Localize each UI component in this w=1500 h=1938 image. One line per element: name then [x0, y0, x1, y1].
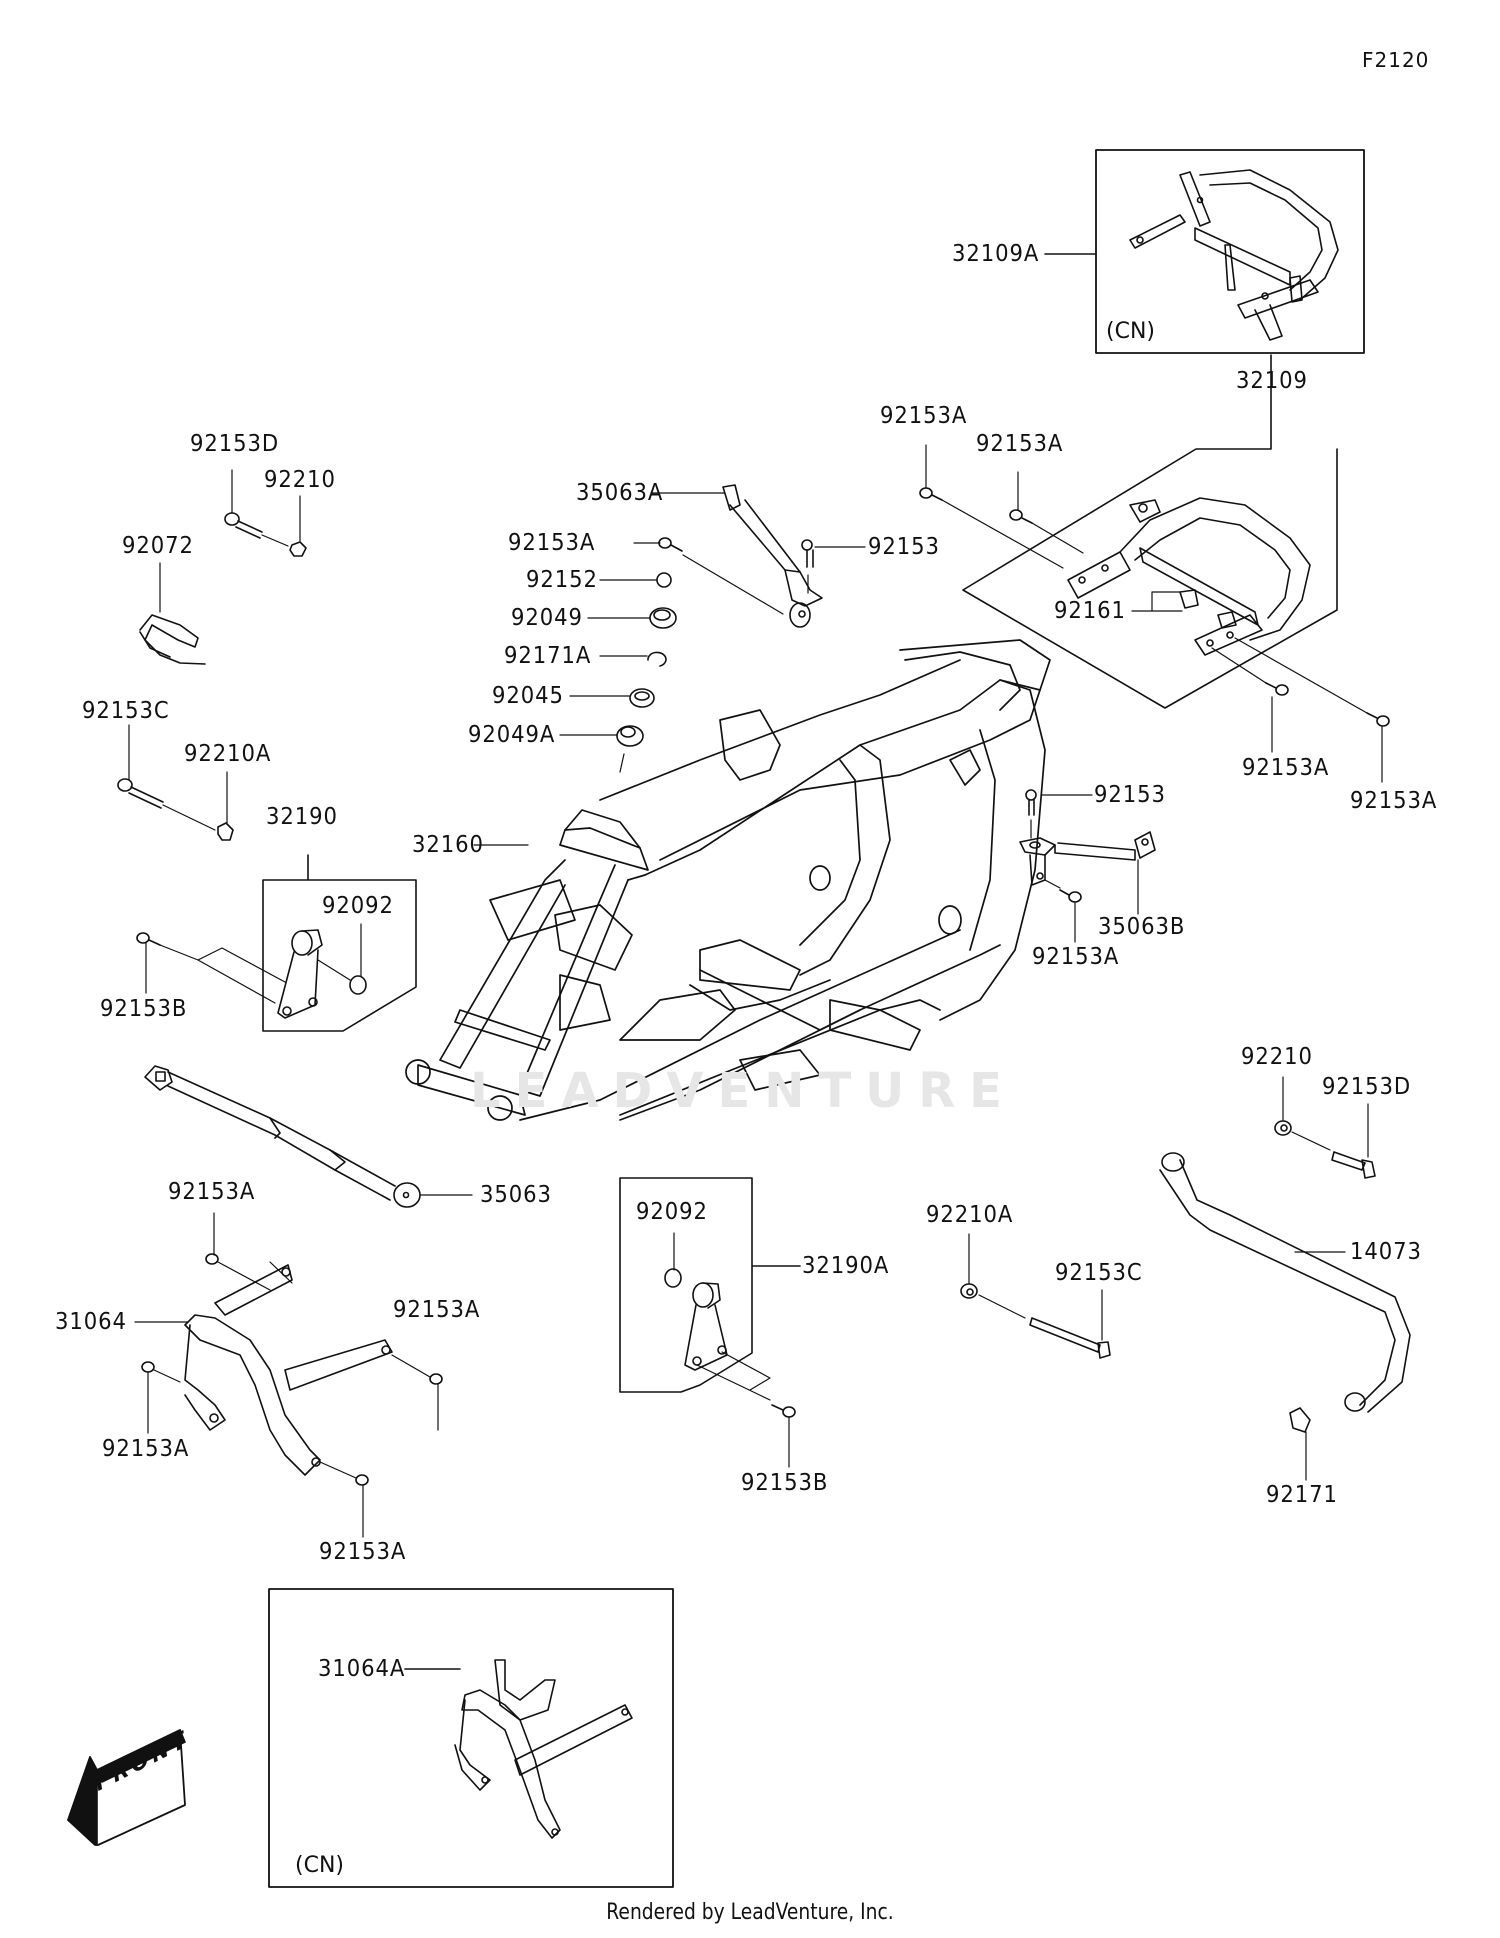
variant-note-31064A: (CN) [295, 1853, 344, 1878]
callout-92153C-left[interactable]: 92153C [82, 698, 170, 724]
nut-92210-left [290, 542, 306, 556]
bolt-92153B-mid [772, 1405, 795, 1417]
callout-92153A-mid[interactable]: 92153A [508, 530, 596, 556]
callout-31064[interactable]: 31064 [55, 1309, 127, 1335]
bolt-92153A-right1 [1212, 648, 1288, 695]
bolt-92153A-bl2 [392, 1355, 442, 1384]
callout-92153A-bl4[interactable]: 92153A [319, 1539, 407, 1565]
footer-credit: Rendered by LeadVenture, Inc. [606, 1900, 894, 1925]
rear-guard-cn-drawing [1130, 170, 1338, 340]
callout-35063[interactable]: 35063 [480, 1182, 552, 1208]
group-bracket-32190 [263, 855, 416, 1031]
stay-35063B-drawing [1020, 832, 1155, 888]
bolt-92153D-right [1332, 1152, 1375, 1178]
clip-92171A [648, 652, 666, 666]
bolt-92153-mid [802, 540, 813, 593]
bolt-92153C-left [118, 779, 215, 830]
callout-92153A-right2[interactable]: 92153A [1350, 788, 1438, 814]
bolt-92153A-bl1 [206, 1254, 270, 1290]
callout-92153A-bl1[interactable]: 92153A [168, 1179, 256, 1205]
callout-92049A[interactable]: 92049A [468, 722, 556, 748]
callout-92153D-right[interactable]: 92153D [1322, 1074, 1412, 1100]
callout-32109[interactable]: 32109 [1236, 368, 1308, 394]
callout-92049[interactable]: 92049 [511, 605, 583, 631]
stay-35063-drawing [145, 1066, 420, 1207]
callout-92153A-bl3[interactable]: 92153A [102, 1436, 190, 1462]
callout-32190A[interactable]: 32190A [802, 1253, 890, 1279]
front-guard-31064-drawing [185, 1262, 392, 1475]
callout-92171A[interactable]: 92171A [504, 643, 592, 669]
rubber-92049 [650, 608, 676, 628]
callout-92153C-right[interactable]: 92153C [1055, 1260, 1143, 1286]
bolt-92153D-left [225, 513, 288, 546]
callout-92092-mid[interactable]: 92092 [636, 1199, 708, 1225]
clamp-92072 [140, 615, 205, 664]
clamp-92171 [1290, 1408, 1310, 1432]
callout-32109A[interactable]: 32109A [952, 241, 1040, 267]
callout-92210A-left[interactable]: 92210A [184, 741, 272, 767]
callout-92092-left[interactable]: 92092 [322, 893, 394, 919]
callout-35063A[interactable]: 35063A [576, 480, 664, 506]
callout-92153B-left[interactable]: 92153B [100, 996, 188, 1022]
callout-31064A[interactable]: 31064A [318, 1656, 406, 1682]
callout-92210-left[interactable]: 92210 [264, 467, 336, 493]
bolt-92153A-mid [659, 538, 783, 614]
bolt-92153C-right [1030, 1318, 1110, 1358]
nut-92210A-right [961, 1284, 1025, 1318]
main-frame-32160-drawing [406, 640, 1050, 1120]
callout-14073[interactable]: 14073 [1350, 1239, 1422, 1265]
rubber-92049A [617, 726, 643, 772]
callout-92072[interactable]: 92072 [122, 533, 194, 559]
front-arrow-icon [68, 1730, 185, 1845]
mount-32190-drawing [278, 930, 366, 1018]
callout-92153A-top2[interactable]: 92153A [976, 431, 1064, 457]
watermark: LEADVENTURE [470, 1063, 1016, 1119]
callout-92210A-right[interactable]: 92210A [926, 1202, 1014, 1228]
bolt-92153-right [1026, 790, 1036, 838]
callout-92152[interactable]: 92152 [526, 567, 598, 593]
figure-id: F2120 [1362, 48, 1430, 72]
callout-35063B[interactable]: 35063B [1098, 914, 1186, 940]
callout-32160[interactable]: 32160 [412, 832, 484, 858]
callout-92153B-mid[interactable]: 92153B [741, 1470, 829, 1496]
rear-guard-drawing [1068, 498, 1310, 655]
callout-92171[interactable]: 92171 [1266, 1482, 1338, 1508]
leader-lines [129, 445, 1382, 1537]
group-bracket-32190A [620, 1178, 800, 1392]
bolt-92153A-right2 [1235, 638, 1389, 726]
callout-32190[interactable]: 32190 [266, 804, 338, 830]
mount-32190A-drawing [665, 1269, 770, 1400]
pipe-14073-drawing [1160, 1153, 1410, 1412]
bolt-92153B-left [137, 933, 285, 1003]
group-bracket-32109 [963, 355, 1337, 708]
rubber-92045 [630, 689, 654, 707]
callout-92153A-top1[interactable]: 92153A [880, 403, 968, 429]
callout-92153A-35063B[interactable]: 92153A [1032, 944, 1120, 970]
bolt-92153A-top2 [1010, 510, 1083, 553]
callout-92153-right[interactable]: 92153 [1094, 782, 1166, 808]
callout-92153D-left[interactable]: 92153D [190, 431, 280, 457]
bolt-92153A-bl4 [320, 1462, 368, 1485]
variant-note-32109A: (CN) [1106, 319, 1155, 344]
callout-92153A-right1[interactable]: 92153A [1242, 755, 1330, 781]
callout-92153-mid[interactable]: 92153 [868, 534, 940, 560]
callout-92153A-bl2[interactable]: 92153A [393, 1297, 481, 1323]
callout-92045[interactable]: 92045 [492, 683, 564, 709]
callout-92161[interactable]: 92161 [1054, 598, 1126, 624]
bolt-92153A-35063B [1060, 890, 1081, 902]
inset-box-32109A [1045, 150, 1364, 353]
collar-92152 [657, 573, 671, 587]
inset-box-31064A [269, 1589, 673, 1887]
nut-92210-right [1275, 1121, 1330, 1150]
callout-92210-right[interactable]: 92210 [1241, 1044, 1313, 1070]
front-guard-cn-drawing [405, 1660, 632, 1838]
nut-92210A-left [218, 823, 233, 840]
